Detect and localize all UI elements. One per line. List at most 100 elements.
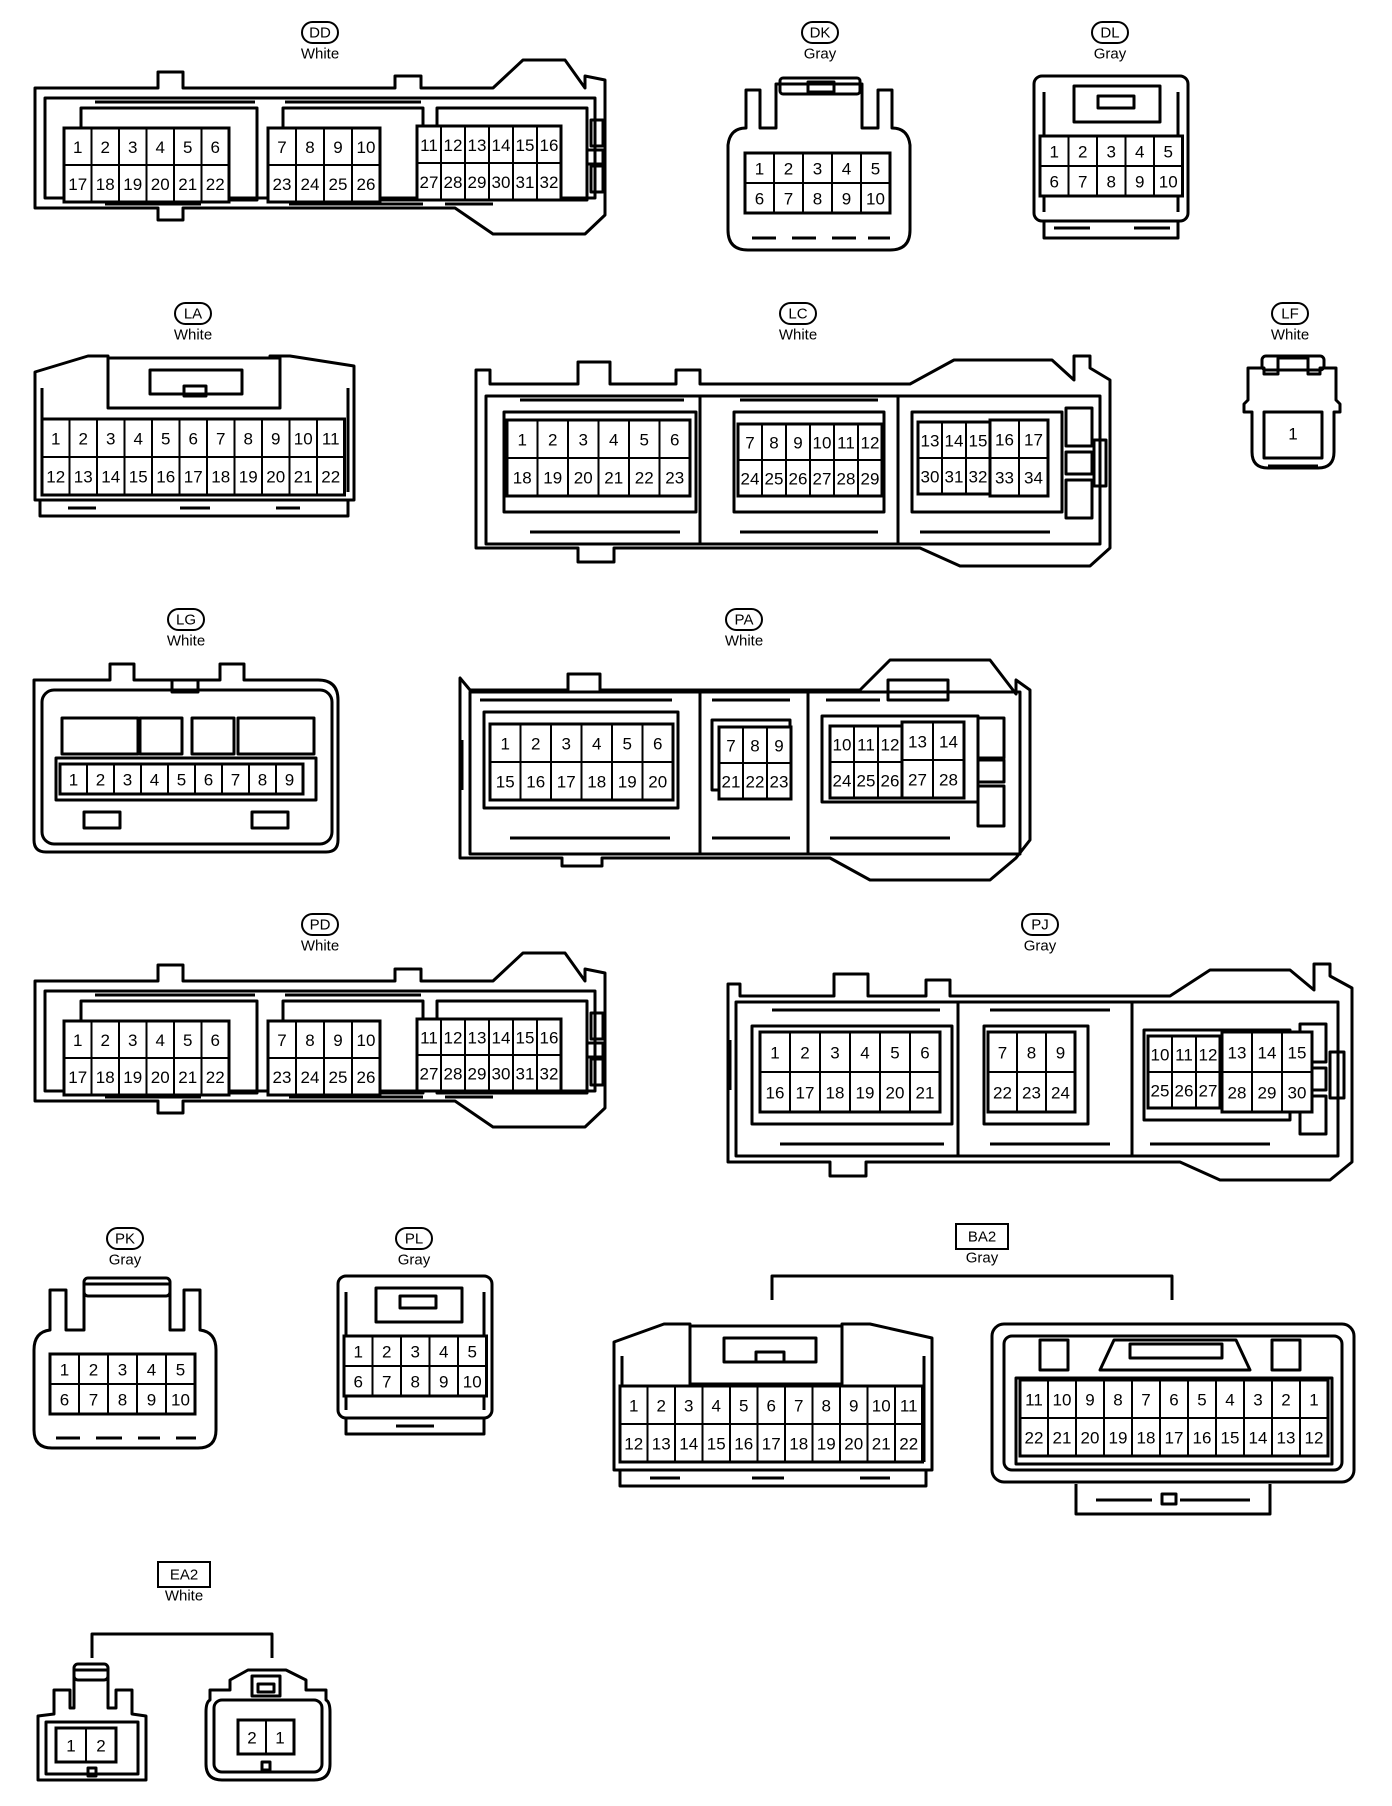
pin-number: 2 — [101, 1031, 110, 1050]
pin-number: 22 — [993, 1084, 1012, 1103]
connector-color: Gray — [1024, 938, 1057, 955]
pin-number: 17 — [1024, 431, 1043, 450]
housing-part — [1262, 410, 1324, 460]
pin-number: 17 — [68, 1068, 87, 1087]
pin-cell — [819, 1031, 851, 1073]
pin-cell — [506, 419, 539, 459]
pin-cell — [1299, 1379, 1329, 1419]
pin-number: 15 — [516, 136, 535, 155]
pin-number: 7 — [231, 771, 240, 790]
pin-cell — [987, 1071, 1018, 1113]
pin-number: 26 — [881, 772, 900, 791]
pin-block-border — [986, 1030, 1077, 1114]
housing-part — [1270, 1338, 1302, 1372]
pin-number: 1 — [66, 1737, 75, 1756]
housing-part — [976, 784, 1006, 828]
housing-outline — [1074, 1484, 1272, 1516]
pin-number: 2 — [657, 1397, 666, 1416]
housing-part — [256, 1682, 276, 1694]
housing-part — [236, 716, 316, 756]
pin-cell — [785, 459, 811, 497]
pin-number: 6 — [1050, 173, 1059, 192]
pin-number: 6 — [670, 431, 679, 450]
pin-cell — [833, 459, 859, 497]
pin-number: 14 — [1249, 1429, 1268, 1448]
pin-number: 18 — [789, 1435, 808, 1454]
connector-code-badge — [725, 608, 763, 631]
pin-number: 4 — [156, 138, 165, 157]
pin-number: 21 — [604, 469, 623, 488]
pin-number: 28 — [1228, 1084, 1247, 1103]
pin-number: 16 — [540, 1029, 559, 1048]
housing-part — [374, 1286, 464, 1324]
pin-number: 12 — [444, 1029, 463, 1048]
pin-number: 8 — [305, 1031, 314, 1050]
pin-number: 5 — [183, 138, 192, 157]
housing-part — [1064, 450, 1094, 476]
pin-block-border — [342, 1334, 488, 1398]
housing-part — [734, 1000, 1340, 1158]
pin-cell — [941, 421, 967, 459]
housing-part — [484, 394, 1102, 546]
housing-part — [1014, 1376, 1334, 1466]
pin-cell — [512, 125, 538, 164]
pin-number: 2 — [247, 1729, 256, 1748]
pin-number: 14 — [101, 468, 120, 487]
pin-number: 10 — [1053, 1391, 1072, 1410]
housing-part — [398, 1294, 438, 1310]
pin-number: 12 — [1305, 1429, 1324, 1448]
housing-part — [806, 80, 836, 94]
connector-code: DD — [309, 25, 331, 42]
pin-cell — [1018, 457, 1049, 497]
housing-outline — [1242, 356, 1342, 470]
pin-block-border — [40, 417, 346, 497]
pin-number: 17 — [796, 1084, 815, 1103]
pin-cell — [118, 127, 148, 166]
pin-number: 11 — [1175, 1046, 1193, 1065]
connector-code: LG — [176, 612, 196, 629]
pin-block-border — [62, 1019, 231, 1097]
pin-cell — [729, 1423, 759, 1463]
housing-part — [1092, 438, 1108, 488]
pin-number: 10 — [463, 1373, 482, 1392]
pin-number: 32 — [540, 173, 559, 192]
connector-code: PJ — [1031, 917, 1049, 934]
connector-color: White — [167, 633, 205, 650]
housing-part — [250, 1674, 282, 1698]
pin-number: 12 — [444, 136, 463, 155]
housing-part — [468, 690, 1022, 856]
pin-number: 21 — [722, 773, 741, 792]
pin-number: 27 — [908, 771, 927, 790]
pin-number: 33 — [995, 469, 1014, 488]
pin-number: 23 — [1022, 1084, 1041, 1103]
pin-number: 4 — [1225, 1391, 1234, 1410]
housing-part — [482, 710, 680, 810]
pin-number: 30 — [492, 173, 511, 192]
pin-number: 11 — [420, 1029, 438, 1048]
pin-number: 7 — [1078, 173, 1087, 192]
pin-cell — [773, 182, 804, 214]
pin-number: 16 — [540, 136, 559, 155]
pin-cell — [1075, 1417, 1105, 1457]
label-lg: LG White — [167, 608, 205, 650]
pin-number: 15 — [1221, 1429, 1240, 1448]
pin-number: 3 — [123, 771, 132, 790]
connector-code-badge — [779, 302, 817, 325]
pin-number: 6 — [1169, 1391, 1178, 1410]
pin-cell — [646, 1423, 676, 1463]
pin-cell — [200, 127, 230, 166]
pin-number: 18 — [513, 469, 532, 488]
pin-cell — [1019, 1417, 1049, 1457]
housing-part — [82, 810, 122, 830]
pin-number: 13 — [1277, 1429, 1296, 1448]
pin-cell — [536, 1018, 562, 1056]
